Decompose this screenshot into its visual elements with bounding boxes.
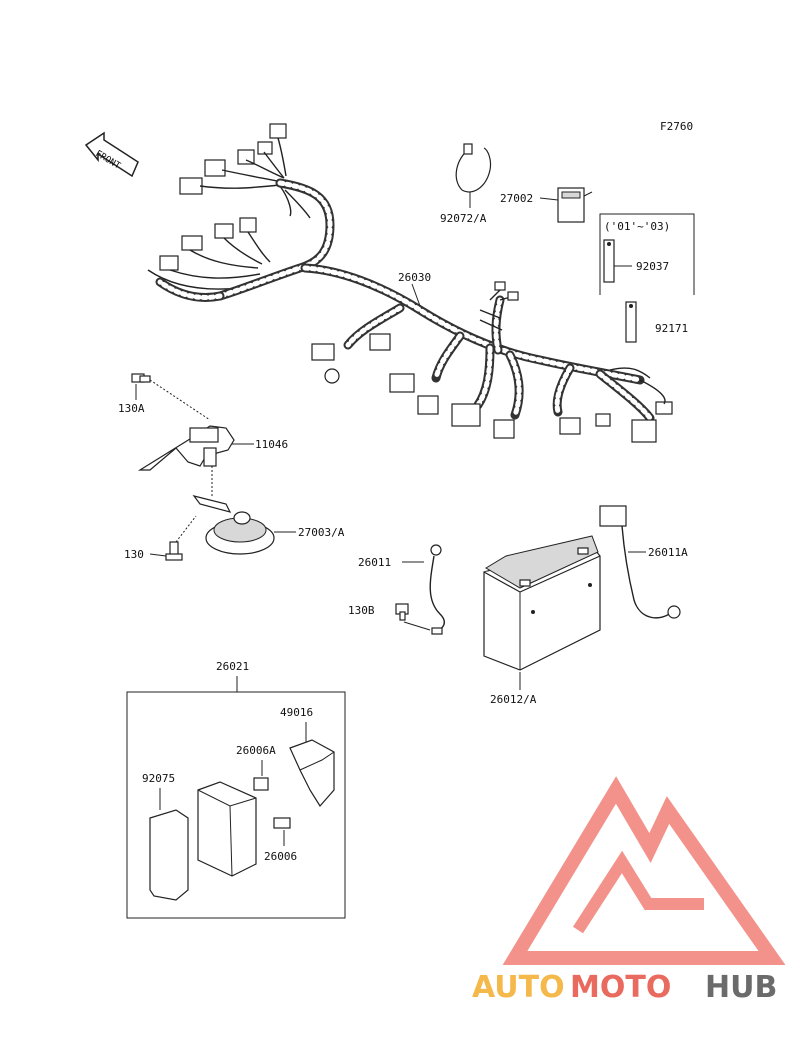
battery-cable-26011a (599, 505, 681, 619)
label-92075: 92075 (142, 772, 175, 785)
label-11046: 11046 (255, 438, 288, 451)
fuse-box (197, 781, 257, 877)
label-92037: 92037 (636, 260, 669, 273)
wiring-harness (147, 123, 673, 443)
label-26006: 26006 (264, 850, 297, 863)
band-clamp (455, 143, 492, 193)
cover-92075 (149, 809, 189, 901)
label-26011a: 26011A (648, 546, 688, 559)
label-92072a: 92072/A (440, 212, 487, 225)
label-26012a: 26012/A (490, 693, 537, 706)
logo-text-hub: HUB (705, 970, 777, 1005)
label-27003a: 27003/A (298, 526, 345, 539)
logo-text-moto: MOTO (570, 970, 671, 1005)
fuse-strip (603, 239, 615, 283)
label-26006a: 26006A (236, 744, 276, 757)
bolt-130 (165, 541, 183, 561)
battery (483, 535, 601, 671)
label-130b: 130B (348, 604, 375, 617)
label-92171: 92171 (655, 322, 688, 335)
label-year-range: ('01'~'03) (604, 220, 670, 233)
fuse-box-group-frame (126, 691, 346, 919)
bolt-130a (131, 373, 151, 383)
bracket-11046 (137, 425, 235, 471)
label-27002: 27002 (500, 192, 533, 205)
horn (192, 495, 275, 555)
automotohub-logo (502, 776, 786, 965)
label-26021: 26021 (216, 660, 249, 673)
front-arrow-icon: FRONT (84, 131, 139, 178)
label-49016: 49016 (280, 706, 313, 719)
cover-49016 (289, 739, 335, 808)
label-26030: 26030 (398, 271, 431, 284)
bolt-130b (395, 603, 409, 621)
fuse-26006a (253, 777, 269, 791)
battery-cable-26011 (429, 544, 445, 635)
label-26011: 26011 (358, 556, 391, 569)
fuse-26006 (273, 817, 291, 829)
figure-code: F2760 (660, 120, 693, 133)
relay (557, 187, 593, 223)
clip-92171 (625, 301, 637, 343)
label-130a: 130A (118, 402, 145, 415)
year-range-bracket (599, 213, 695, 295)
logo-text-auto: AUTO (472, 970, 565, 1005)
label-130: 130 (124, 548, 144, 561)
